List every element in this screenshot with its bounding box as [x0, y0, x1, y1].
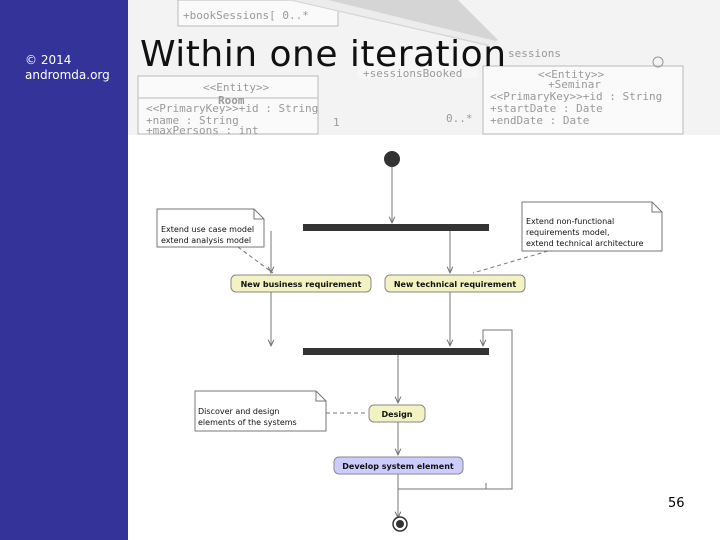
banner-text-14: 0..* [446, 112, 473, 125]
banner-text-11: +endDate : Date [490, 114, 589, 127]
banner-text-12: <<PrimaryKey>>+id : String [490, 90, 662, 103]
copyright: © 2014 andromda.org [25, 53, 110, 83]
header-banner-image: +bookSessions[ 0..* <<Entity>> Room <<Pr… [128, 0, 720, 135]
note-use-case-connector [237, 246, 274, 274]
banner-text-15: <<Entity>> [538, 68, 605, 81]
fork-bar [303, 224, 489, 231]
note-non-functional [521, 201, 663, 252]
banner-text-9: +Seminar [548, 78, 601, 91]
join-bar [303, 348, 489, 355]
action-new-business-label: New business requirement [241, 280, 362, 289]
sidebar: © 2014 andromda.org [0, 0, 128, 540]
note-use-case [156, 208, 265, 248]
note-discover-line2: elements of the systems [198, 418, 297, 427]
note-discover-line1: Discover and design [198, 407, 279, 416]
banner-text-7: +sessionsBooked [363, 67, 462, 80]
banner-text-10: +startDate : Date [490, 102, 603, 115]
note-use-case-line2: extend analysis model [161, 236, 251, 245]
slide-title: Within one iteration [140, 34, 507, 75]
banner-text-8: sessions [508, 47, 561, 60]
action-design-label: Design [382, 410, 413, 419]
flow-loop-return-bottom [398, 483, 487, 490]
note-use-case-line1: Extend use case model [161, 225, 254, 234]
action-design [368, 404, 426, 423]
banner-text-4: <<PrimaryKey>>+id : String [146, 102, 318, 115]
banner-text-5: +name : String [146, 114, 239, 127]
note-discover-design [194, 390, 327, 432]
action-new-technical-label: New technical requirement [394, 280, 516, 289]
action-develop-label: Develop system element [342, 462, 454, 471]
uml-banner-graphic: +bookSessions[ 0..* <<Entity>> Room <<Pr… [128, 0, 720, 135]
action-new-business-requirement [230, 274, 372, 293]
page-number: 56 [668, 496, 685, 511]
flow-loop-back-to-join [483, 329, 513, 490]
banner-text-2: <<Entity>> [203, 81, 270, 94]
note-nonfunc-line1: Extend non-functional [526, 217, 614, 226]
action-new-technical-requirement [384, 274, 526, 293]
note-nonfunc-line3: extend technical architecture [526, 239, 644, 248]
initial-node [384, 151, 400, 167]
copyright-site: andromda.org [25, 68, 110, 82]
banner-text-3: Room [218, 94, 245, 107]
banner-text-13: 1 [333, 116, 340, 129]
note-nonfunc-line2: requirements model, [526, 228, 610, 237]
note-nonfunc-connector [472, 250, 549, 274]
banner-text-1: +bookSessions[ 0..* [183, 9, 309, 22]
banner-text-6: +maxPersons : int [146, 124, 259, 135]
copyright-year: © 2014 [25, 53, 72, 67]
activity-diagram: New business requirement New technical r… [156, 151, 663, 532]
final-node-inner [396, 520, 404, 528]
